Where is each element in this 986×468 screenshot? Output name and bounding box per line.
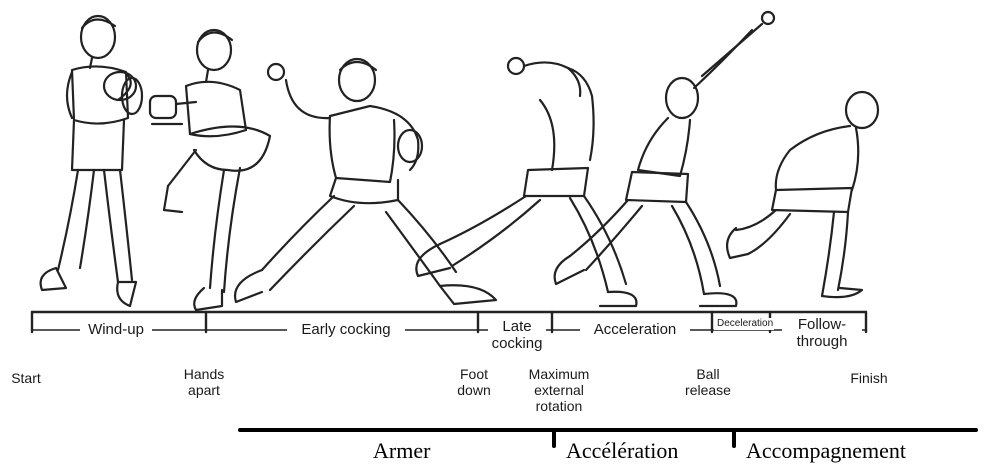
figure-follow-through <box>727 92 878 297</box>
phase-label-deceleration: Deceleration <box>714 318 774 330</box>
french-label-acceleration: Accélération <box>566 438 678 464</box>
figure-hands-apart <box>150 30 270 310</box>
french-label-armer: Armer <box>373 438 430 464</box>
french-label-accompagnement: Accompagnement <box>746 438 906 464</box>
event-label-finish: Finish <box>844 370 894 386</box>
event-label-ball-release: Ball release <box>682 366 734 398</box>
phase-label-acceleration: Acceleration <box>580 321 690 338</box>
figure-acceleration <box>555 12 774 306</box>
event-label-foot-down: Foot down <box>452 366 496 398</box>
phase-label-wind-up: Wind-up <box>80 321 152 338</box>
phase-label-follow-through: Follow-through <box>782 316 862 351</box>
figure-early-cocking <box>235 59 496 304</box>
figure-start <box>41 16 142 306</box>
phase-label-late-cocking: Late cocking <box>488 318 546 353</box>
event-label-hands-apart: Hands apart <box>176 366 232 398</box>
phase-label-early-cocking: Early cocking <box>287 321 405 338</box>
figure-late-cocking <box>416 58 636 306</box>
event-label-start: Start <box>6 370 46 386</box>
event-label-max-external-rotation: Maximum external rotation <box>516 366 602 414</box>
